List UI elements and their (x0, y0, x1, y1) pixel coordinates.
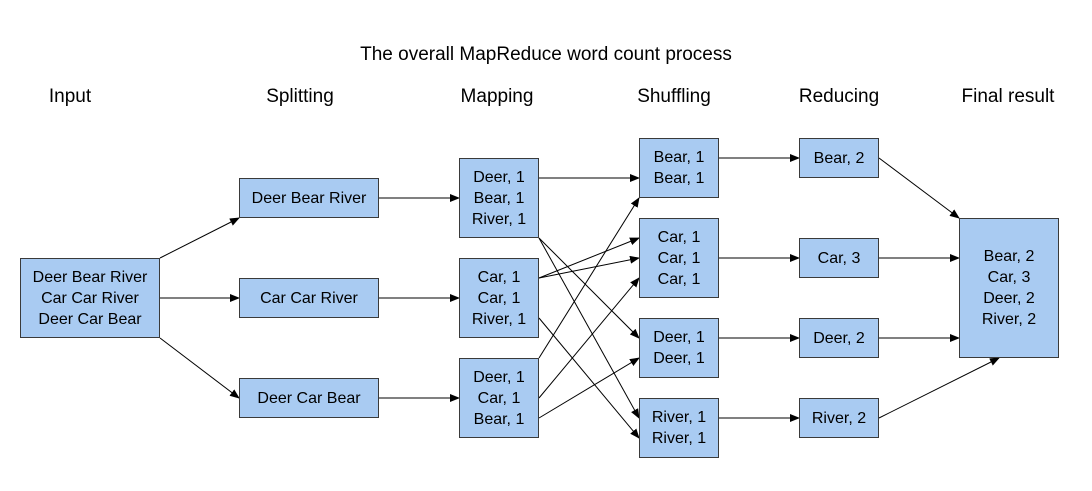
shuffle-box-deer: Deer, 1 Deer, 1 (639, 318, 719, 378)
box-line: Car, 1 (477, 389, 521, 407)
stage-header-mapping: Mapping (460, 86, 534, 107)
box-line: Car, 1 (477, 289, 521, 307)
box-line: Car, 1 (657, 270, 701, 288)
box-line: Car Car River (41, 289, 139, 307)
box-line: Car, 3 (987, 269, 1031, 286)
connector-arrow (159, 337, 240, 399)
stage-header-reducing: Reducing (798, 86, 880, 107)
box-line: River, 1 (471, 310, 527, 328)
split-box-1: Deer Bear River (239, 178, 379, 218)
shuffle-box-car: Car, 1 Car, 1 Car, 1 (639, 218, 719, 298)
box-line: Car, 3 (817, 249, 861, 267)
box-line: River, 1 (651, 409, 707, 426)
stage-header-final-result: Final result (961, 86, 1055, 107)
connector-arrow (538, 237, 640, 279)
box-line: Deer, 1 (473, 368, 525, 386)
connector-arrow (159, 217, 240, 259)
final-result-box: Bear, 2 Car, 3 Deer, 2 River, 2 (959, 218, 1059, 358)
map-box-2: Car, 1 Car, 1 River, 1 (459, 258, 539, 338)
box-line: Deer, 2 (983, 290, 1035, 307)
stage-header-input: Input (48, 86, 92, 107)
connector-arrow (878, 157, 960, 219)
box-line: Deer, 2 (813, 329, 865, 347)
stage-header-splitting: Splitting (266, 86, 334, 107)
box-line: River, 1 (651, 430, 707, 447)
box-line: Car Car River (260, 289, 358, 307)
map-box-1: Deer, 1 Bear, 1 River, 1 (459, 158, 539, 238)
connector-arrow (538, 357, 640, 419)
shuffle-box-bear: Bear, 1 Bear, 1 (639, 138, 719, 198)
input-box: Deer Bear River Car Car River Deer Car B… (20, 258, 160, 338)
box-line: Car, 1 (657, 249, 701, 267)
connector-arrow (878, 357, 1000, 419)
box-line: Bear, 1 (473, 410, 525, 428)
stage-header-shuffling: Shuffling (637, 86, 711, 107)
reduce-box-river: River, 2 (799, 398, 879, 438)
connector-arrow (538, 237, 640, 339)
connector-arrow (538, 237, 640, 419)
reduce-box-bear: Bear, 2 (799, 138, 879, 178)
box-line: River, 2 (811, 409, 867, 427)
connector-arrow (538, 277, 640, 399)
map-box-3: Deer, 1 Car, 1 Bear, 1 (459, 358, 539, 438)
box-line: Deer Car Bear (38, 310, 142, 328)
box-line: Bear, 1 (473, 189, 525, 207)
connector-arrow (538, 317, 640, 439)
split-box-3: Deer Car Bear (239, 378, 379, 418)
box-line: Deer, 1 (473, 168, 525, 186)
box-line: Deer Bear River (32, 268, 148, 286)
box-line: Deer Bear River (251, 189, 367, 207)
reduce-box-car: Car, 3 (799, 238, 879, 278)
box-line: Car, 1 (657, 228, 701, 246)
box-line: Deer, 1 (653, 350, 705, 367)
box-line: Deer Car Bear (257, 389, 361, 407)
box-line: Bear, 1 (653, 149, 705, 166)
box-line: Bear, 2 (983, 248, 1035, 265)
box-line: Car, 1 (477, 268, 521, 286)
box-line: River, 2 (981, 311, 1037, 328)
shuffle-box-river: River, 1 River, 1 (639, 398, 719, 458)
box-line: River, 1 (471, 210, 527, 228)
split-box-2: Car Car River (239, 278, 379, 318)
box-line: Deer, 1 (653, 329, 705, 346)
connector-arrow (538, 255, 640, 279)
box-line: Bear, 1 (653, 170, 705, 187)
reduce-box-deer: Deer, 2 (799, 318, 879, 358)
box-line: Bear, 2 (813, 149, 865, 167)
diagram-title: The overall MapReduce word count process (360, 44, 732, 65)
connector-arrow (538, 197, 640, 359)
